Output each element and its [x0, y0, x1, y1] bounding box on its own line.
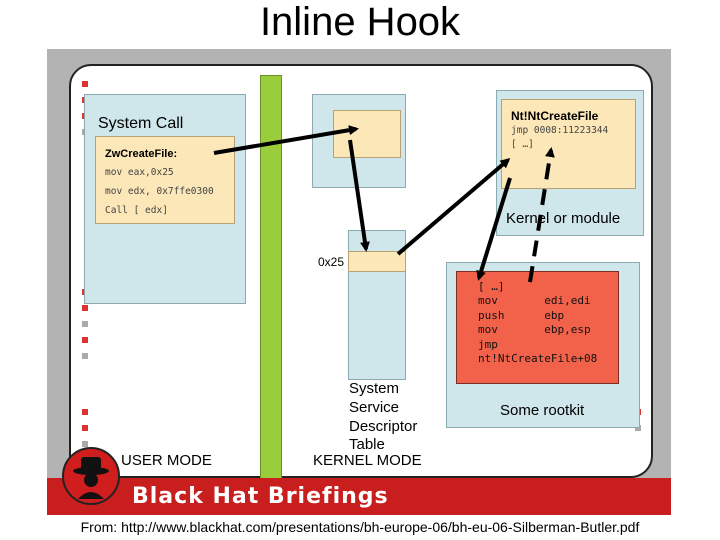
user-mode-label: USER MODE: [121, 452, 212, 469]
ssdt-label-line: Descriptor: [349, 418, 418, 435]
system-call-label: System Call: [98, 115, 184, 132]
ssdt-offset-label: 0x25: [318, 255, 345, 269]
code-line: push ebp: [478, 309, 565, 322]
deco-square: [635, 425, 641, 431]
brand-banner: Black Hat Briefings: [47, 478, 671, 515]
zwcreatefile-func: ZwCreateFile:: [105, 148, 178, 160]
deco-square: [82, 425, 88, 431]
code-line: mov eax,0x25: [105, 167, 174, 178]
code-line: mov ebp,esp: [478, 323, 591, 336]
hat-icon: [73, 457, 109, 499]
ntcreatefile-code-box: [501, 99, 636, 189]
deco-square: [82, 441, 88, 447]
source-footer: From: http://www.blackhat.com/presentati…: [80, 519, 640, 535]
rootkit-label: Some rootkit: [500, 402, 585, 419]
arrow-syscall-to-dispatch: [213, 125, 359, 155]
code-line: mov edx, 0x7ffe0300: [105, 186, 214, 197]
ssdt-label-line: System: [349, 380, 400, 397]
page-title: Inline Hook: [259, 0, 461, 44]
ssdt-entry-0x25: [348, 251, 406, 272]
dispatch-entry: [333, 110, 401, 158]
deco-square: [82, 305, 88, 311]
brand-banner-text: Black Hat Briefings: [132, 484, 389, 509]
deco-square: [82, 321, 88, 327]
kernel-module-label: Kernel or module: [506, 210, 621, 227]
arrow-kernel-to-rootkit: [476, 177, 512, 281]
ssdt-label-line: Service: [349, 399, 400, 416]
code-line: jmp 0008:11223344: [511, 125, 609, 136]
deco-square: [82, 337, 88, 343]
code-line: [ …]: [511, 139, 534, 150]
arrow-rootkit-return: [528, 147, 555, 283]
kernel-mode-label: KERNEL MODE: [313, 452, 422, 469]
ntcreatefile-func: Nt!NtCreateFile: [511, 109, 599, 123]
code-line: mov edi,edi: [478, 294, 591, 307]
black-hat-logo: [62, 447, 120, 505]
deco-square: [82, 353, 88, 359]
deco-square: [82, 409, 88, 415]
code-line: nt!NtCreateFile+08: [478, 352, 598, 365]
deco-square: [82, 81, 88, 87]
code-line: [ …]: [478, 280, 505, 293]
code-line: Call [ edx]: [105, 205, 168, 216]
arrow-dispatch-to-ssdt: [348, 139, 370, 252]
rootkit-code-box: [456, 271, 619, 384]
zwcreatefile-code-box: [95, 136, 235, 224]
ssdt-label-line: Table: [349, 436, 385, 453]
arrow-ssdt-to-kernel: [396, 158, 511, 256]
code-line: jmp: [478, 338, 498, 351]
